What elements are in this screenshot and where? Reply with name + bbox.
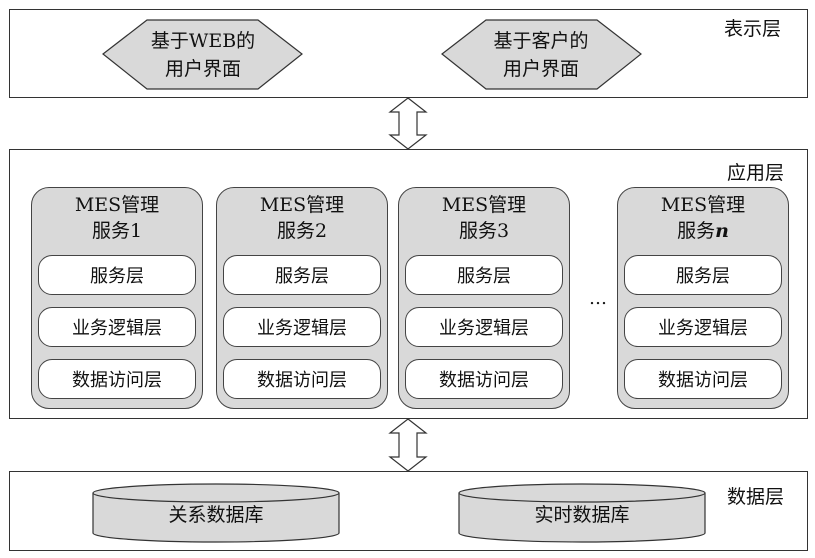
service-layer-box: 服务层 — [223, 255, 381, 295]
double-arrow-top — [388, 97, 428, 150]
web-ui-hexagon — [102, 19, 303, 90]
presentation-layer-label: 表示层 — [724, 18, 782, 40]
business-logic-layer-box: 业务逻辑层 — [38, 307, 196, 347]
mes-service-n: MES管理 服务n 服务层 业务逻辑层 数据访问层 — [617, 187, 789, 409]
service-subtitle: 服务 — [677, 220, 716, 242]
business-logic-layer-box: 业务逻辑层 — [624, 307, 782, 347]
realtime-db-label: 实时数据库 — [534, 504, 629, 526]
service-layer-box: 服务层 — [405, 255, 563, 295]
web-ui-line1: 基于WEB的 — [151, 30, 255, 52]
service-title: MES管理 — [74, 194, 160, 216]
data-access-layer-box: 数据访问层 — [624, 359, 782, 399]
service-subtitle: 服务1 — [91, 220, 143, 242]
application-layer-label: 应用层 — [727, 162, 785, 184]
service-layer-box: 服务层 — [624, 255, 782, 295]
client-ui-hexagon — [441, 19, 642, 90]
service-index-n: n — [715, 220, 729, 242]
web-ui-line2: 用户界面 — [165, 58, 241, 80]
service-subtitle: 服务3 — [458, 220, 510, 242]
business-logic-layer-box: 业务逻辑层 — [405, 307, 563, 347]
mes-service-3: MES管理 服务3 服务层 业务逻辑层 数据访问层 — [398, 187, 570, 409]
data-access-layer-box: 数据访问层 — [38, 359, 196, 399]
service-title: MES管理 — [660, 194, 746, 216]
ellipsis: … — [589, 288, 607, 309]
service-layer-box: 服务层 — [38, 255, 196, 295]
mes-service-1: MES管理 服务1 服务层 业务逻辑层 数据访问层 — [31, 187, 203, 409]
service-subtitle: 服务2 — [276, 220, 328, 242]
relational-db-cylinder — [92, 483, 340, 543]
client-ui-line2: 用户界面 — [503, 58, 579, 80]
client-ui-line1: 基于客户的 — [493, 30, 588, 52]
business-logic-layer-box: 业务逻辑层 — [223, 307, 381, 347]
realtime-db-cylinder — [458, 483, 706, 543]
mes-service-2: MES管理 服务2 服务层 业务逻辑层 数据访问层 — [216, 187, 388, 409]
service-title: MES管理 — [441, 194, 527, 216]
data-layer-label: 数据层 — [727, 486, 785, 508]
data-access-layer-box: 数据访问层 — [223, 359, 381, 399]
relational-db-label: 关系数据库 — [168, 504, 263, 526]
double-arrow-bottom — [388, 418, 428, 472]
data-access-layer-box: 数据访问层 — [405, 359, 563, 399]
service-title: MES管理 — [259, 194, 345, 216]
